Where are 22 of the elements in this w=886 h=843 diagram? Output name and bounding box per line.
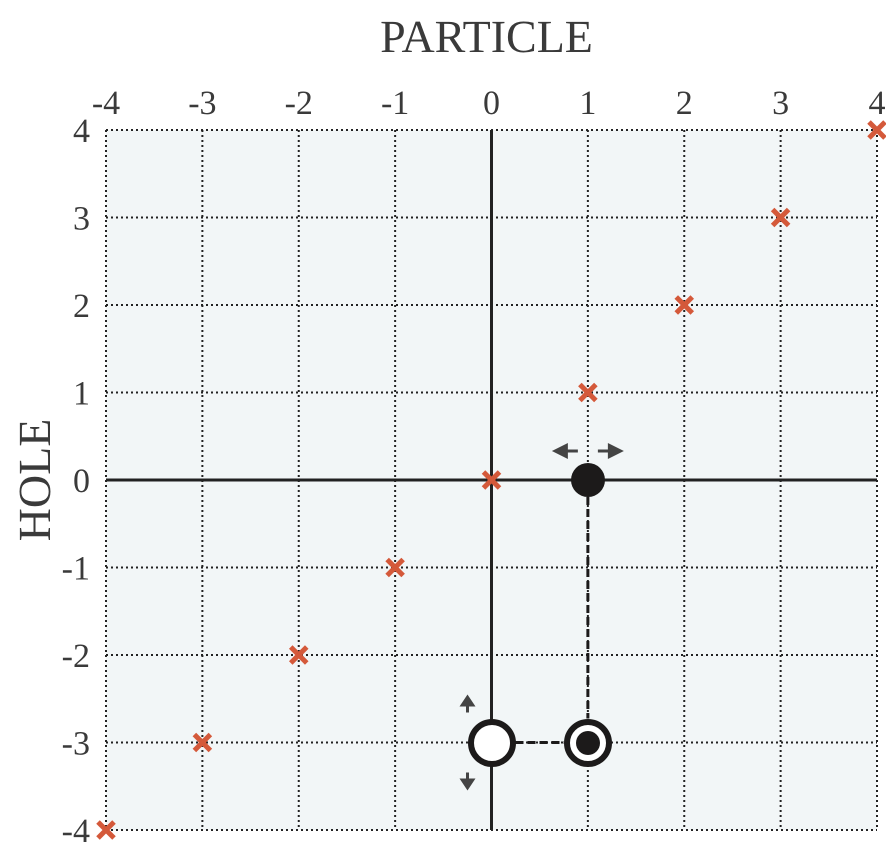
y-tick-label: -1 (62, 550, 90, 588)
x-tick-label: 3 (772, 85, 790, 122)
x-tick-label: -1 (380, 85, 410, 122)
y-tick-label: 1 (73, 376, 90, 412)
y-tick-label: -4 (62, 813, 90, 843)
connector-line (516, 741, 564, 744)
connector-line (586, 497, 590, 718)
y-tick-label: -3 (62, 726, 90, 762)
x-tick-label: 4 (868, 85, 886, 122)
x-axis-title: PARTICLE (380, 11, 593, 62)
x-tick-label: -3 (188, 85, 217, 122)
x-tick-label: 1 (579, 85, 596, 122)
y-tick-label: 4 (73, 113, 90, 150)
y-tick-label: 2 (73, 288, 90, 325)
y-axis-title: HOLE (9, 418, 60, 542)
x-tick-label: 2 (676, 85, 693, 122)
y-tick-label: 0 (73, 463, 90, 500)
y-tick-label: -2 (62, 638, 90, 675)
x-tick-label: -2 (284, 85, 313, 122)
y-tick-label: 3 (73, 200, 90, 238)
x-tick-label: -4 (92, 85, 120, 122)
x-tick-label: 0 (483, 85, 500, 122)
